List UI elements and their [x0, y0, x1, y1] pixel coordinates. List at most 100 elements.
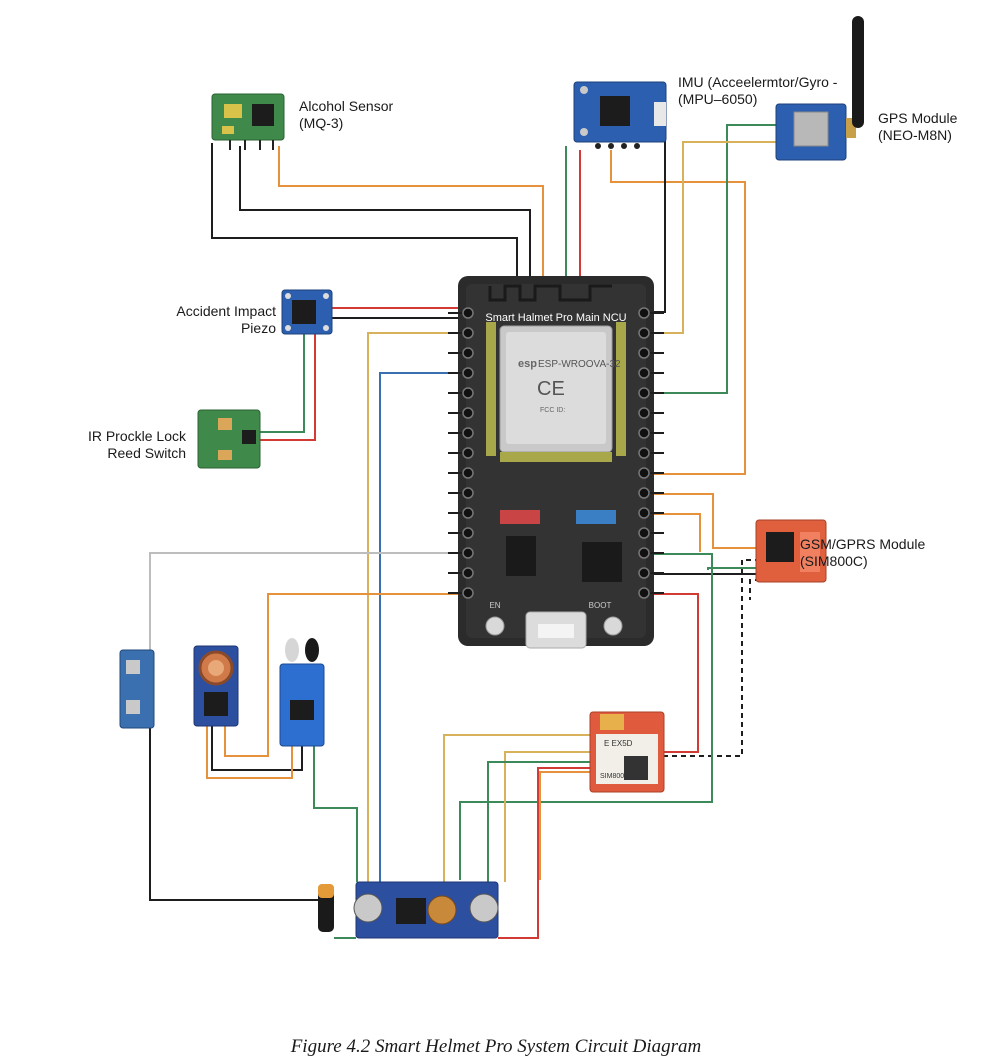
label-alcohol-sensor: Alcohol Sensor (MQ-3) [299, 98, 393, 132]
ce-mark: CE [537, 378, 565, 400]
header-pin [638, 487, 650, 499]
header-pin [638, 327, 650, 339]
label-gps: GPS Module (NEO-M8N) [878, 110, 957, 144]
header-pin [462, 327, 474, 339]
header-pin [462, 387, 474, 399]
wire-sim-red-2 [498, 767, 590, 939]
wire-sim-yellow [443, 734, 590, 882]
wire-sim-yellow-2 [504, 751, 590, 882]
wire-sim-red [652, 593, 699, 753]
header-pin [462, 527, 474, 539]
mcu-title: Smart Halmet Pro Main NCU [485, 312, 626, 324]
header-pin [462, 307, 474, 319]
header-pin [638, 347, 650, 359]
wire-gsm-dashed-2 [749, 579, 760, 600]
battery [318, 884, 334, 932]
wire-piezo-red-2 [260, 334, 316, 441]
ir-line2: Reed Switch [107, 445, 186, 461]
imu-line2: (MPU–6050) [678, 91, 758, 107]
wire-flame-green [313, 745, 358, 882]
wire-alcohol-black-2 [239, 146, 531, 287]
header-pin [638, 507, 650, 519]
esp-logo: esp [518, 358, 537, 370]
alcohol-sensor-board [211, 93, 285, 150]
gsm-line2: (SIM800C) [800, 553, 868, 569]
button-module [119, 649, 155, 729]
header-pin [638, 367, 650, 379]
flame-sensor-board [279, 638, 325, 747]
wire-mq-black [211, 725, 303, 771]
gsm-sim800c-board [755, 519, 827, 583]
impact-piezo-board [281, 289, 333, 335]
header-pin [638, 427, 650, 439]
wire-button-black [149, 725, 318, 901]
header-pin [462, 507, 474, 519]
boot-button-label: BOOT [589, 601, 612, 610]
wire-gsm-orange [652, 493, 760, 549]
wire-sim-orange [539, 771, 590, 880]
label-imu: IMU (Acceelermtor/Gyro - (MPU–6050) [678, 74, 837, 108]
header-pin [462, 367, 474, 379]
gps-line1: GPS Module [878, 110, 958, 126]
header-pin [462, 427, 474, 439]
mcu-left-pins [448, 307, 474, 599]
wire-gsm-green [707, 567, 760, 570]
wire-yellow-left [367, 332, 468, 882]
header-pin [462, 447, 474, 459]
ir-line1: IR Prockle Lock [87, 428, 186, 444]
wire-alcohol-orange [278, 146, 544, 287]
wire-gps-yellow [652, 141, 780, 334]
wire-sim-green [459, 553, 713, 880]
imu-board [573, 81, 667, 149]
gps-board [775, 16, 864, 161]
label-ir-reed: IR Prockle Lock Reed Switch [60, 428, 186, 462]
header-pin [638, 447, 650, 459]
gsm-line1: GSM/GPRS Module [800, 536, 926, 552]
wire-mq-orange [206, 725, 293, 779]
gps-line2: (NEO-M8N) [878, 127, 952, 143]
alcohol-line1: Alcohol Sensor [299, 98, 394, 114]
mq-sensor-board [193, 645, 239, 727]
wire-gray-left [149, 552, 468, 650]
wire-blue-left [379, 372, 468, 882]
label-impact-piezo: Accident Impact Piezo [150, 303, 276, 337]
wires [149, 122, 780, 939]
wire-gps-green [652, 124, 780, 394]
gps-antenna [852, 16, 864, 128]
mcu-right-pins [638, 307, 664, 599]
fcc-line: FCC ID: [540, 407, 565, 414]
header-pin [638, 467, 650, 479]
sim800l-board: E EX5D SIM800L [589, 711, 665, 793]
wire-alcohol-black [211, 143, 518, 287]
header-pin [638, 547, 650, 559]
header-pin [462, 407, 474, 419]
wire-gsm-dashed [664, 559, 760, 757]
wire-imu-black [652, 122, 666, 313]
header-pin [462, 547, 474, 559]
en-button-label: EN [489, 601, 500, 610]
header-pin [462, 487, 474, 499]
ir-reed-switch-board [197, 409, 261, 469]
impact-line2: Piezo [240, 320, 276, 336]
module-label: ESP-WROOVA-32 [538, 359, 621, 370]
wire-orange-left [224, 593, 468, 757]
label-gsm: GSM/GPRS Module (SIM800C) [800, 536, 925, 570]
header-pin [638, 307, 650, 319]
figure-caption: Figure 4.2 Smart Helmet Pro System Circu… [290, 1036, 702, 1057]
header-pin [638, 567, 650, 579]
impact-line1: Accident Impact [176, 303, 276, 319]
wire-imu-orange [610, 150, 746, 475]
alcohol-line2: (MQ-3) [299, 115, 344, 131]
header-pin [638, 387, 650, 399]
sim800l-line1: E EX5D [604, 739, 633, 748]
wire-piezo-green [260, 334, 305, 433]
header-pin [638, 587, 650, 599]
header-pin [462, 347, 474, 359]
regulator-board [353, 881, 499, 939]
header-pin [462, 467, 474, 479]
header-pin [462, 567, 474, 579]
sim800l-line2: SIM800L [600, 773, 628, 780]
wire-sim-green-2 [487, 761, 590, 882]
imu-line1: IMU (Acceelermtor/Gyro - [678, 74, 838, 90]
